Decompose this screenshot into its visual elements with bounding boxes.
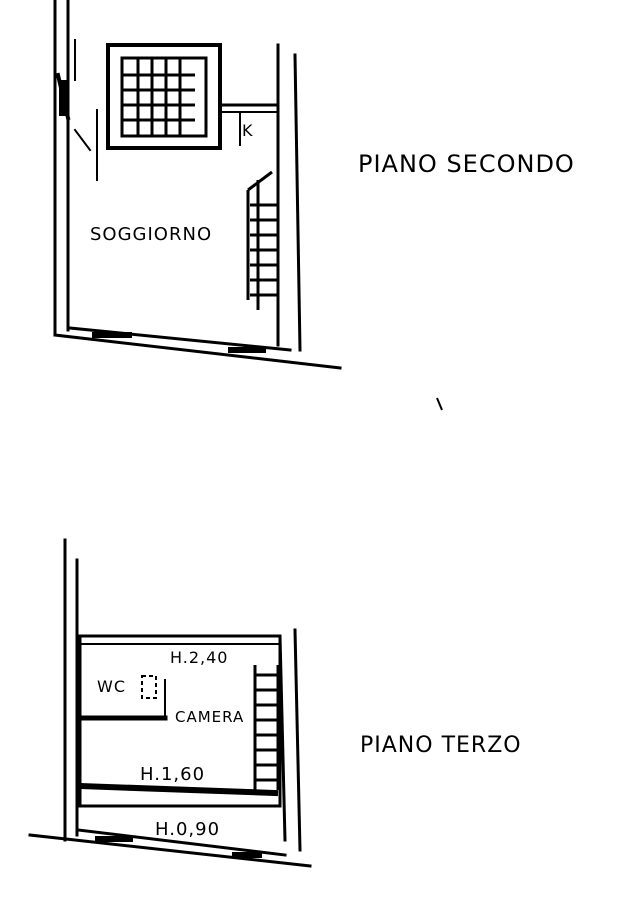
height-label-lower: H.0,90 (155, 819, 220, 840)
floor-title-piano-secondo: PIANO SECONDO (358, 150, 575, 178)
top-floor-staircase (253, 665, 280, 790)
floor-plan-piano-terzo: WC CAMERA H.2,40 H.1,60 H.0,90 (28, 538, 312, 868)
height-label-upper: H.2,40 (170, 648, 228, 667)
room-label-kitchen: K (242, 121, 254, 140)
room-label-wc: WC (97, 677, 126, 696)
floor-plan-piano-secondo: SOGGIORNO K (53, 0, 342, 370)
room-label-camera: CAMERA (175, 708, 244, 726)
room-label-soggiorno: SOGGIORNO (90, 224, 212, 245)
height-label-middle: H.1,60 (140, 764, 205, 785)
stair-grid (122, 58, 195, 136)
side-staircase (246, 170, 278, 310)
floor-title-piano-terzo: PIANO TERZO (360, 733, 522, 758)
